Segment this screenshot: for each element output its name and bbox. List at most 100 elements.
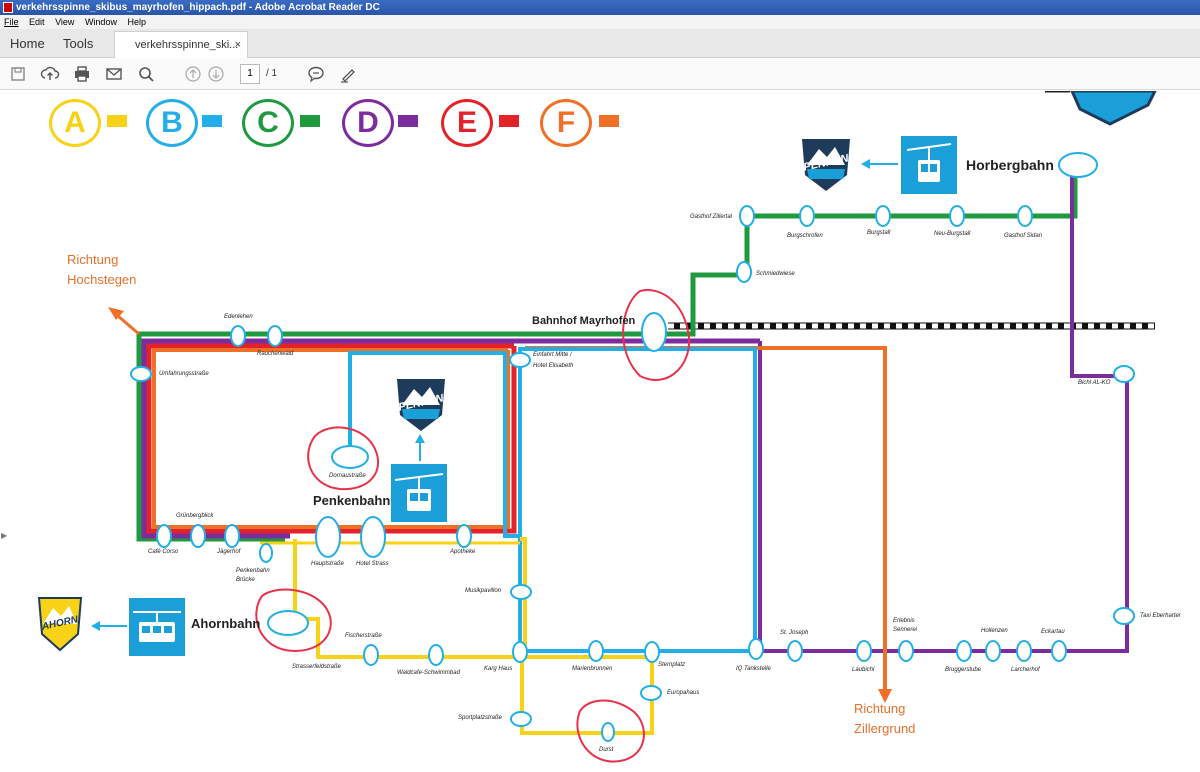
menu-help[interactable]: Help (127, 17, 146, 27)
tab-bar: Home Tools verkehrsspinne_ski... × (0, 29, 1200, 58)
legend-letter: A (49, 99, 101, 147)
label-apotheke: Apotheke (450, 549, 476, 555)
tab-document[interactable]: verkehrsspinne_ski... × (114, 31, 248, 58)
ahornbahn-lift-box (129, 598, 185, 656)
save-icon[interactable] (8, 64, 28, 84)
stop-fischerstrasse (363, 644, 379, 666)
label-larcherhof: Larcherhof (1011, 667, 1040, 673)
document-view[interactable]: ▶ A B C D E F (0, 91, 1200, 772)
stop-bichl-alko (1113, 365, 1135, 383)
stop-penkenbahn-bruecke (259, 543, 273, 563)
stop-horbergbahn (1058, 152, 1098, 178)
close-icon[interactable]: × (234, 39, 241, 51)
label-bruggerstube: Bruggerstube (945, 667, 982, 673)
label-edenlehen: Edenlehen (224, 314, 253, 320)
label-erlebnis-sennerei-2: Sennerei (893, 627, 918, 633)
sign-pen-icon[interactable] (338, 64, 358, 84)
menu-bar: File Edit View Window Help (0, 15, 1200, 29)
label-richtung-zillergrund: Richtung Zillergrund (854, 699, 915, 739)
cloud-upload-icon[interactable] (40, 64, 60, 84)
stop-burgschrofen (799, 205, 815, 227)
window-title: verkehrsspinne_skibus_mayrhofen_hippach.… (16, 2, 380, 13)
label-richtung-hochstegen-line1: Richtung (67, 252, 119, 267)
stop-cafe-corso (156, 524, 172, 548)
label-penkenbahn-bruecke-1: Penkenbahn (236, 568, 270, 574)
label-richtung-zillergrund-line1: Richtung (854, 701, 906, 716)
print-icon[interactable] (72, 64, 92, 84)
comment-icon[interactable] (306, 64, 326, 84)
label-hotel-strass: Hotel Strass (356, 561, 389, 567)
tab-document-label: verkehrsspinne_ski... (135, 39, 239, 51)
penken-logo-top: PENKEN (799, 135, 853, 193)
label-taxi-eberharter: Taxi Eberharter (1140, 613, 1181, 619)
menu-edit[interactable]: Edit (29, 17, 45, 27)
label-eckartau: Eckartau (1041, 629, 1065, 635)
label-laubichl: Laubichl (852, 667, 875, 673)
label-ahornbahn: Ahornbahn (191, 616, 261, 631)
label-hauptstrasse: Hauptstraße (311, 561, 345, 567)
label-richtung-hochstegen: Richtung Hochstegen (67, 250, 136, 290)
stop-burgstall (875, 205, 891, 227)
stop-durst (601, 722, 615, 742)
label-neu-burgstall: Neu-Burgstall (934, 231, 971, 237)
page-down-icon[interactable] (206, 64, 226, 84)
mail-icon[interactable] (104, 64, 124, 84)
stop-apotheke (456, 524, 472, 548)
stops (130, 152, 1135, 742)
stop-einfahrt-mitte (509, 352, 531, 368)
stop-iq-tankstelle (748, 638, 764, 660)
stop-sternplatz (644, 641, 660, 663)
route-d-purple (141, 338, 760, 539)
route-c-green (136, 331, 660, 542)
arrow-hochstegen (108, 307, 124, 320)
label-iq-tankstelle: IQ Tankstelle (736, 666, 771, 672)
stop-gasthof-sidan (1017, 205, 1033, 227)
stop-st-joseph (787, 640, 803, 662)
label-horbergbahn: Horbergbahn (966, 157, 1054, 173)
label-st-joseph: St. Joseph (780, 630, 809, 636)
label-sternplatz: Sternplatz (658, 662, 686, 668)
menu-view[interactable]: View (55, 17, 75, 27)
label-fischerstrasse: Fischerstraße (345, 633, 382, 639)
label-musikpavillon: Musikpavillon (465, 588, 502, 594)
label-richtung-zillergrund-line2: Zillergrund (854, 721, 916, 736)
search-icon[interactable] (136, 64, 156, 84)
nav-tools[interactable]: Tools (63, 36, 94, 51)
nav-home[interactable]: Home (10, 36, 45, 51)
horbergbahn-lift-box (901, 136, 957, 194)
label-cafe-corso: Café Corso (148, 549, 179, 555)
page-number-input[interactable]: 1 (240, 64, 260, 84)
legend-swatch (202, 115, 222, 127)
label-durst: Durst (599, 747, 614, 753)
label-einfahrt-mitte-2: Hotel Elisabeth (533, 363, 574, 369)
legend-letter: F (540, 99, 592, 147)
stop-dornaustrasse (331, 445, 369, 469)
stop-hollenzen (985, 640, 1001, 662)
label-erlebnis-sennerei-1: Erlebnis (893, 618, 915, 624)
legend-letter: C (242, 99, 294, 147)
annotations (255, 289, 691, 763)
label-bahnhof: Bahnhof Mayrhofen (532, 315, 636, 327)
page-up-icon[interactable] (183, 64, 203, 84)
route-f-orange (152, 348, 510, 529)
menu-file[interactable]: File (4, 17, 19, 27)
route-c-green-horberg (660, 166, 1078, 337)
gondola-icon (133, 611, 181, 642)
stop-larcherhof (1016, 640, 1032, 662)
annotation-circle-durst (576, 699, 645, 763)
menu-window[interactable]: Window (84, 17, 117, 27)
label-schmiedwiese: Schmiedwiese (756, 271, 795, 277)
stop-rauchenwald (267, 325, 283, 347)
side-panel-toggle-icon[interactable]: ▶ (1, 531, 8, 540)
label-sportplatzstrasse: Sportplatzstraße (458, 715, 503, 721)
label-waldcafe: Waldcafe-Schwimmbad (397, 670, 460, 676)
label-rauchenwald: Rauchenwald (257, 351, 294, 357)
stop-gruenbergblick (190, 524, 206, 548)
stop-schmiedwiese (736, 261, 752, 283)
stop-hotel-strass (360, 516, 386, 558)
stop-karg-haus (512, 641, 528, 663)
label-penkenbahn-bruecke-2: Brücke (236, 577, 255, 583)
stop-gasthof-zillertal (739, 205, 755, 227)
stop-marienbrunnen (588, 640, 604, 662)
stop-bruggerstube (956, 640, 972, 662)
